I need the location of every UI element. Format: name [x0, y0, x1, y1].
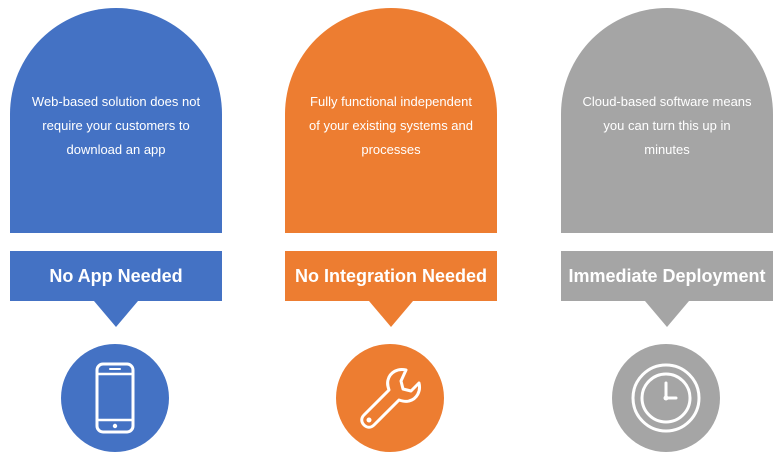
feature-description: Web-based solution does not require your… — [31, 94, 201, 157]
feature-title: No Integration Needed — [285, 251, 497, 301]
feature-dome: Web-based solution does not require your… — [10, 8, 222, 233]
feature-title: Immediate Deployment — [561, 251, 773, 301]
feature-dome: Cloud-based software means you can turn … — [561, 8, 773, 233]
feature-description: Fully functional independent of your exi… — [308, 94, 474, 157]
icon-badge — [336, 344, 444, 452]
feature-description: Cloud-based software means you can turn … — [582, 94, 752, 157]
feature-card-no-app: Web-based solution does not require your… — [10, 8, 222, 458]
feature-dome: Fully functional independent of your exi… — [285, 8, 497, 233]
clock-icon — [631, 363, 701, 433]
icon-badge — [61, 344, 169, 452]
feature-card-no-integration: Fully functional independent of your exi… — [285, 8, 497, 458]
pointer-arrow — [94, 301, 138, 327]
smartphone-icon — [95, 362, 135, 434]
feature-card-immediate-deployment: Cloud-based software means you can turn … — [561, 8, 773, 458]
pointer-arrow — [645, 301, 689, 327]
icon-badge — [612, 344, 720, 452]
feature-title: No App Needed — [10, 251, 222, 301]
wrench-icon — [360, 368, 421, 429]
pointer-arrow — [369, 301, 413, 327]
